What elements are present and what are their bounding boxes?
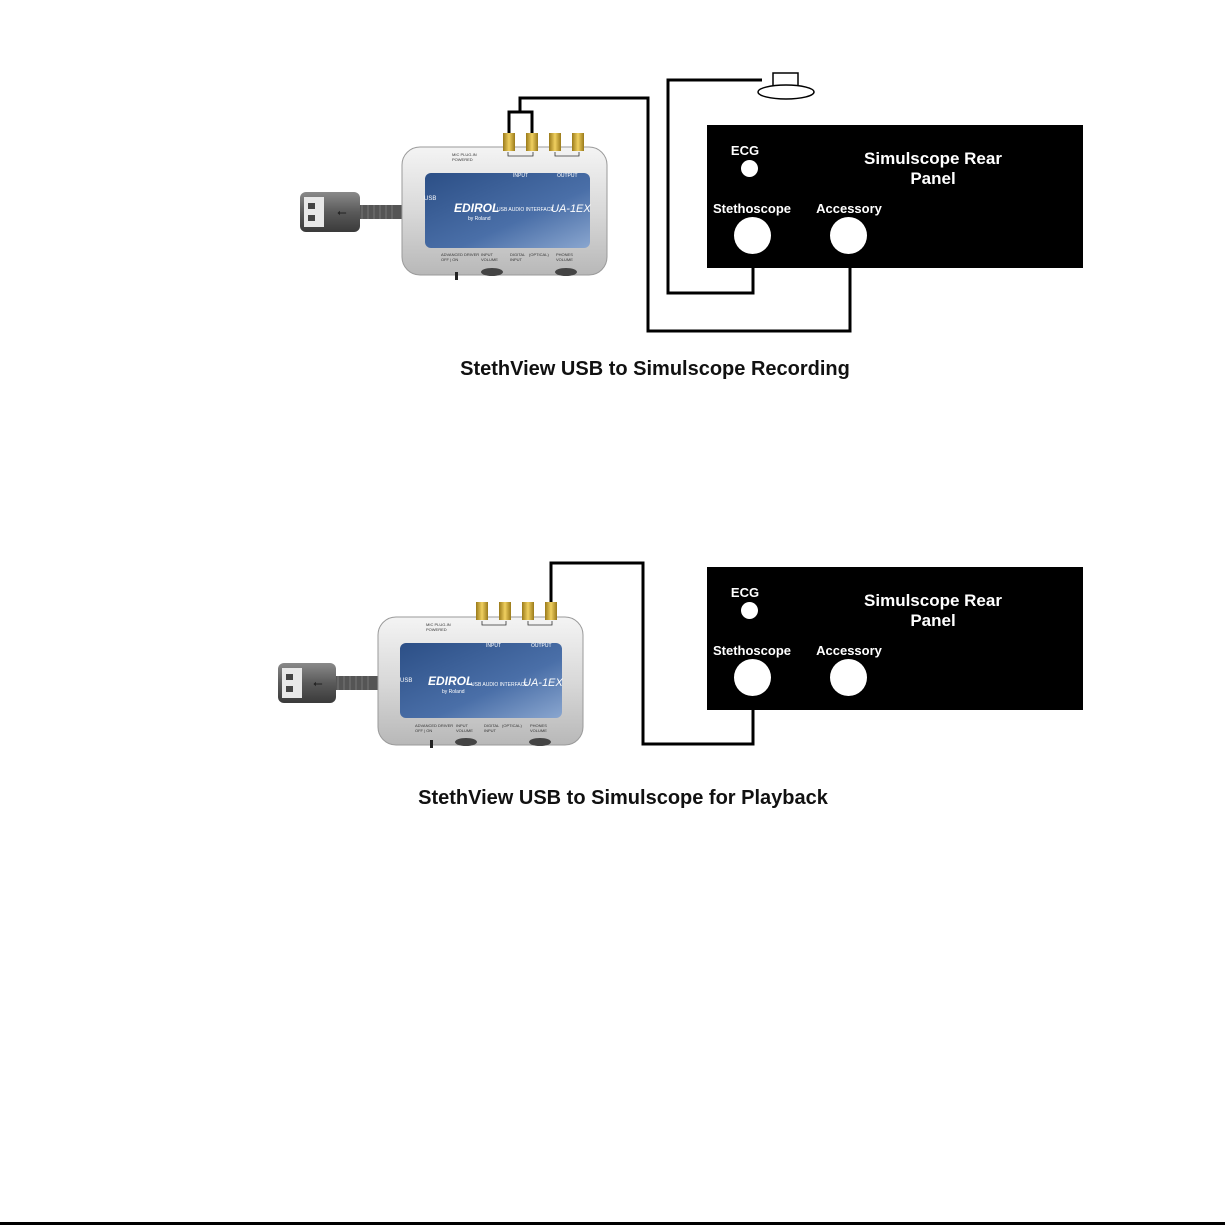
device-type-label: USB AUDIO INTERFACE [471, 682, 528, 688]
accessory-jack [830, 659, 867, 696]
accessory-jack [830, 217, 867, 254]
panel-title-line2: Panel [910, 169, 956, 188]
ecg-label: ECG [730, 585, 760, 600]
output-label: OUTPUT [531, 643, 552, 649]
input-label: INPUT [513, 173, 528, 179]
stethoscope-jack [734, 659, 771, 696]
maker-label: by Roland [442, 689, 465, 695]
recording-caption: StethView USB to Simulscope Recording [460, 358, 850, 380]
playback-caption: StethView USB to Simulscope for Playback [418, 787, 828, 809]
simulscope-rear-panel: ECG Simulscope Rear Panel Stethoscope Ac… [707, 125, 1083, 268]
accessory-label: Accessory [816, 643, 882, 658]
playback-wiring-svg: ⭠ [278, 561, 755, 748]
bottom-label-4: (OPTICAL) [529, 252, 549, 257]
playback-cables [549, 561, 755, 746]
bottom-label-5: PHONES VOLUME [530, 723, 547, 733]
device-model-label: UA-1EX [551, 203, 591, 215]
ua1ex-audio-interface [377, 602, 584, 748]
accessory-label: Accessory [816, 201, 882, 216]
input-label: INPUT [486, 643, 501, 649]
stethoscope-label: Stethoscope [712, 201, 792, 216]
ecg-jack [741, 602, 758, 619]
device-model-label: UA-1EX [523, 677, 563, 689]
ua1ex-audio-interface [401, 133, 608, 280]
recording-wiring-svg: ⭠ [300, 72, 852, 333]
bottom-label-4: (OPTICAL) [502, 723, 522, 728]
bottom-label-1: ADVANCED DRIVER OFF | ON [441, 252, 480, 262]
usb-plug-icon: ⭠ [278, 663, 381, 703]
usb-port-label: USB [400, 678, 413, 684]
stethoscope-jack [734, 217, 771, 254]
svg-text:⭠: ⭠ [313, 676, 323, 690]
panel-title-line1: Simulscope Rear [864, 149, 1002, 168]
bottom-label-2: INPUT VOLUME [481, 252, 498, 262]
panel-title-line2: Panel [910, 611, 956, 630]
bottom-label-5: PHONES VOLUME [556, 252, 573, 262]
maker-label: by Roland [468, 216, 491, 222]
brand-logo: EDIROL [428, 674, 474, 688]
ecg-label: ECG [730, 143, 760, 158]
page-bottom-rule [0, 1222, 1225, 1225]
device-type-label: USB AUDIO INTERFACE [497, 207, 554, 213]
stethoscope-label: Stethoscope [712, 643, 792, 658]
playback-diagram: ⭠ USB EDIROL by Roland USB AUDIO INTERFA… [0, 440, 1225, 840]
simulscope-rear-panel: ECG Simulscope Rear Panel Stethoscope Ac… [707, 567, 1083, 710]
brand-logo: EDIROL [454, 201, 500, 215]
microphone-icon [757, 72, 815, 100]
bottom-label-1: ADVANCED DRIVER OFF | ON [415, 723, 454, 733]
mic-powered-label: MIC PLUG-IN POWERED [426, 622, 451, 632]
svg-text:⭠: ⭠ [337, 205, 347, 219]
panel-title-line1: Simulscope Rear [864, 591, 1002, 610]
bottom-label-3: DIGITAL INPUT [484, 723, 500, 733]
bottom-label-3: DIGITAL INPUT [510, 252, 526, 262]
usb-plug-icon: ⭠ [300, 192, 405, 232]
recording-cables [507, 78, 852, 333]
output-label: OUTPUT [557, 173, 578, 179]
mic-powered-label: MIC PLUG-IN POWERED [452, 152, 477, 162]
ecg-jack [741, 160, 758, 177]
recording-diagram: ⭠ [0, 0, 1225, 420]
bottom-label-2: INPUT VOLUME [456, 723, 473, 733]
panel-title: Simulscope Rear Panel [833, 591, 1033, 631]
panel-title: Simulscope Rear Panel [833, 149, 1033, 189]
usb-port-label: USB [424, 196, 437, 202]
